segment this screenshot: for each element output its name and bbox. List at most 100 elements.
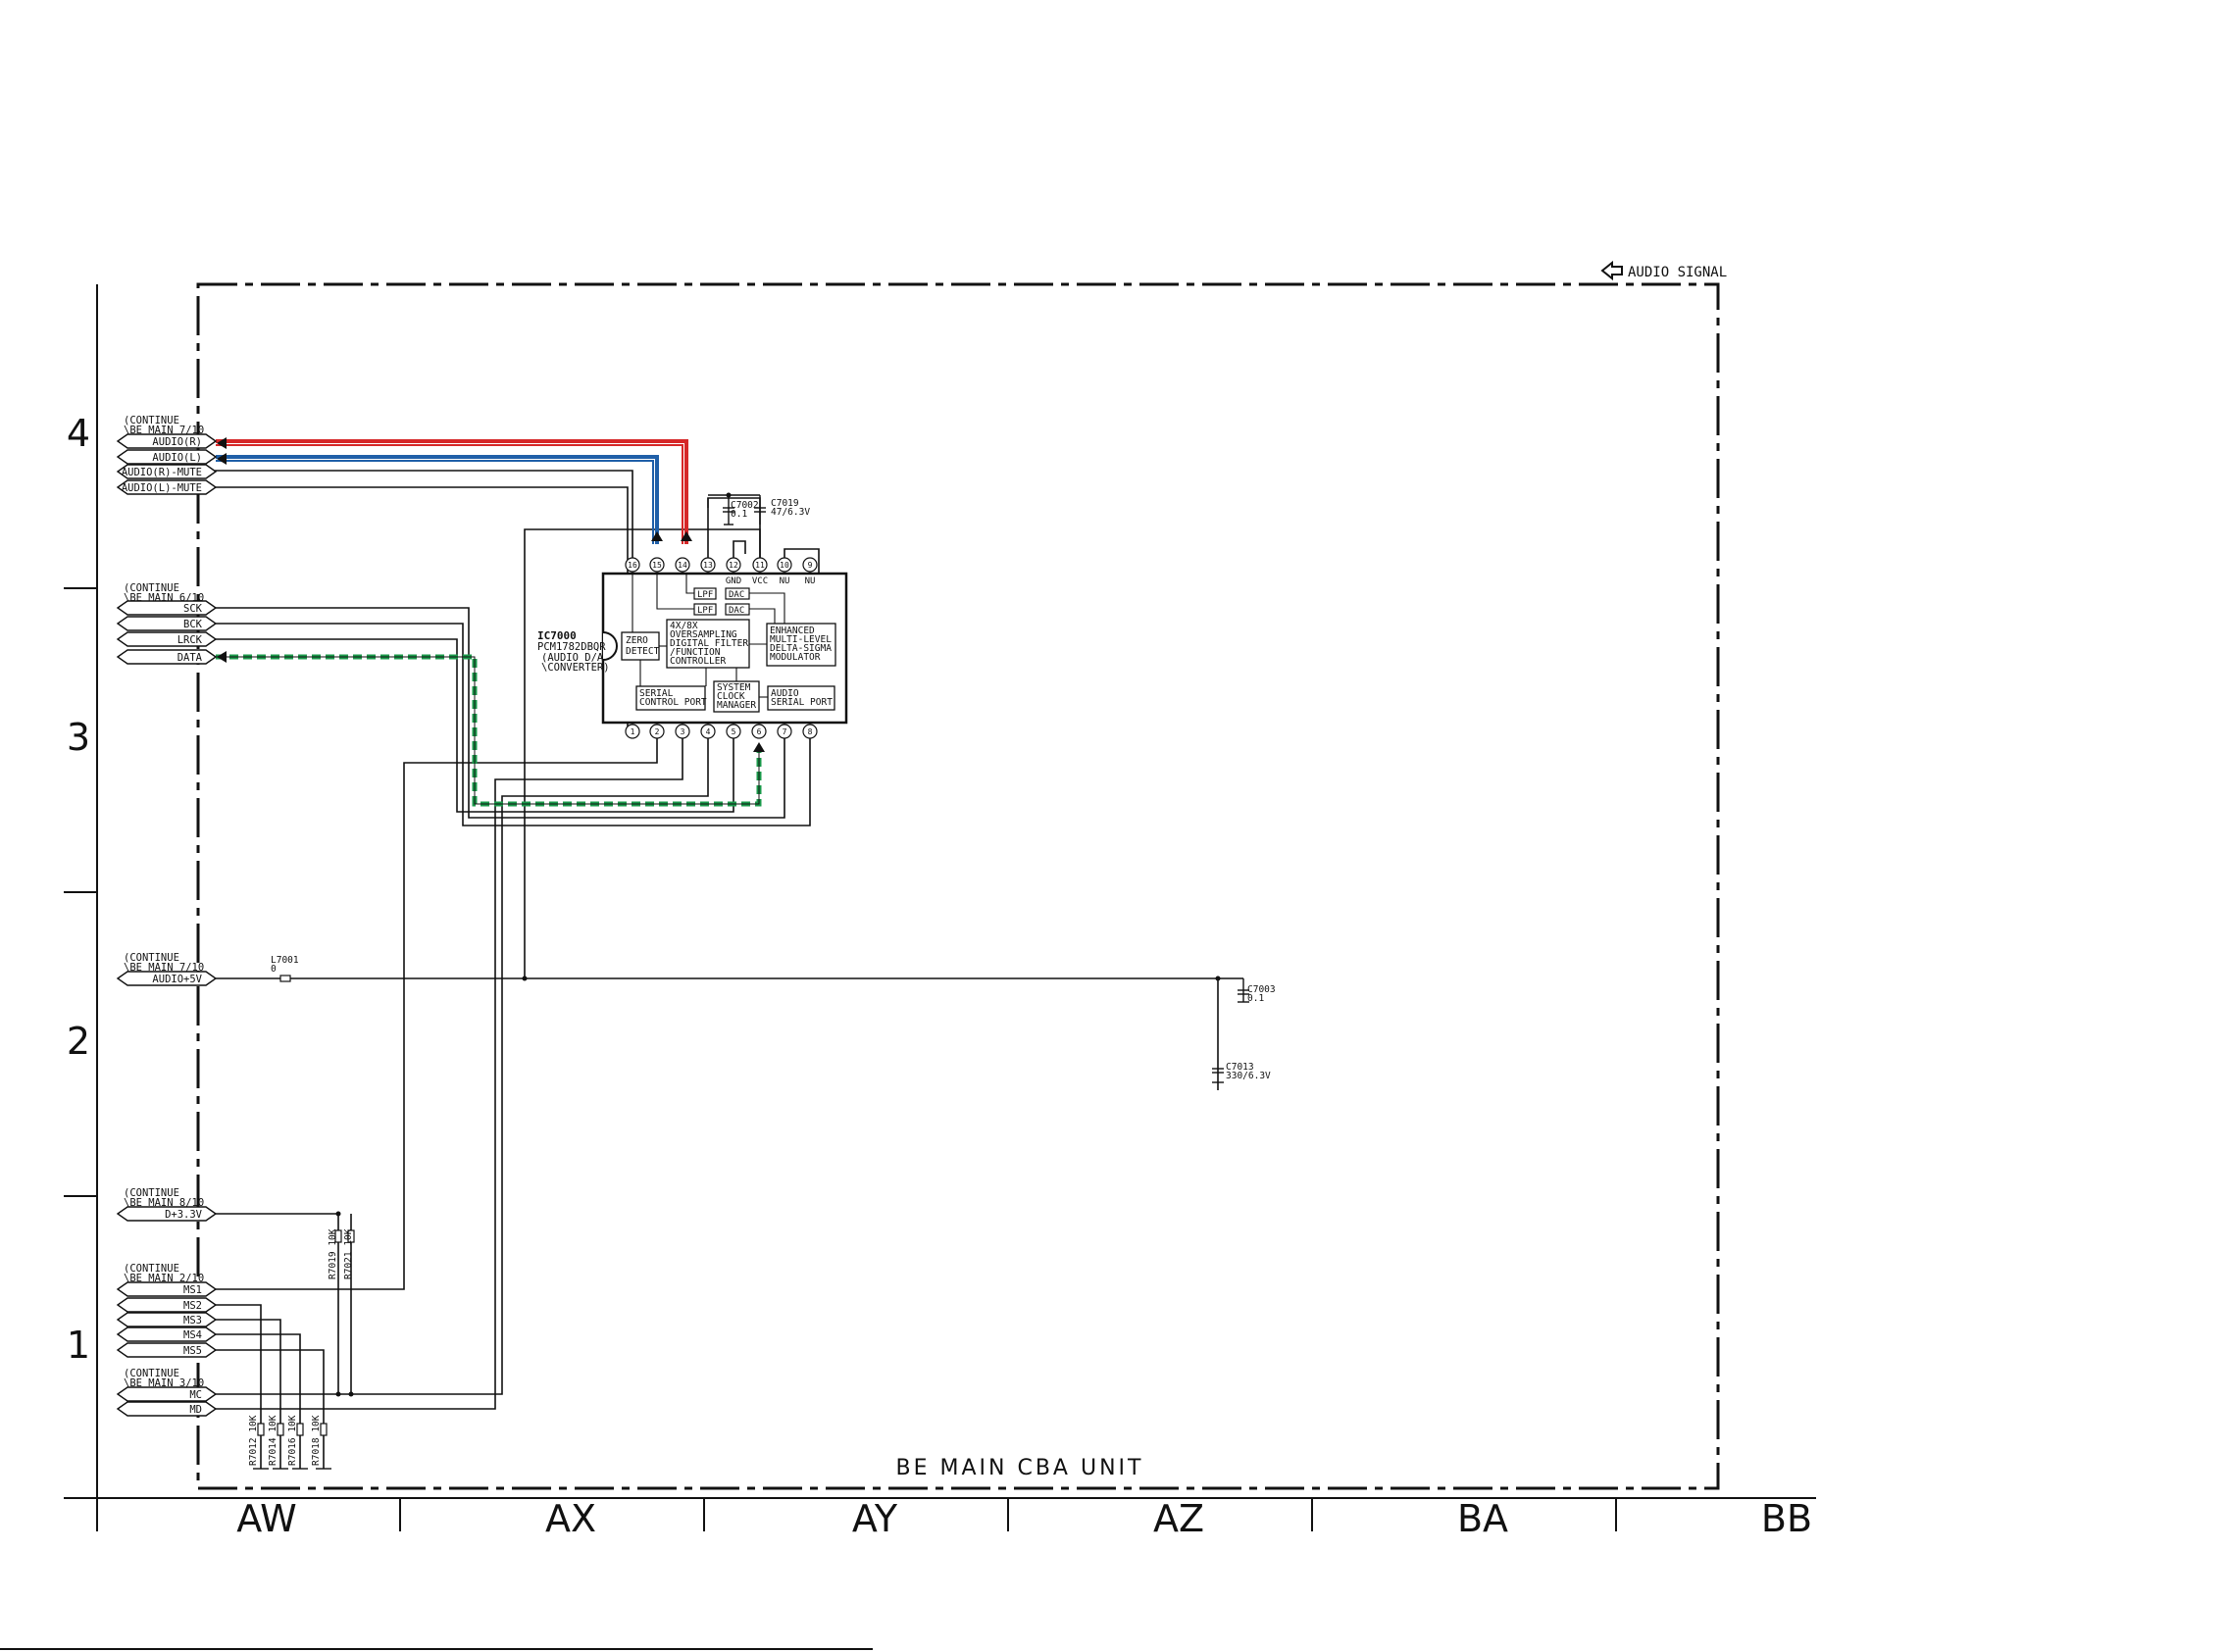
signal-audio-r-mute: AUDIO(R)-MUTE (122, 467, 202, 478)
svg-text:\BE MAIN 7/10: \BE MAIN 7/10 (124, 962, 204, 974)
signal-bck: BCK (183, 619, 203, 630)
c7019-ref: C7019 (771, 498, 799, 509)
signal-md: MD (189, 1404, 202, 1416)
signal-audio-5v: AUDIO+5V (152, 974, 202, 985)
junction-dots (335, 492, 1221, 1397)
r7018-label: R7018 10K (311, 1415, 322, 1466)
ic-desc2: CONVERTER (547, 662, 604, 674)
connector-group-3v3: (CONTINUE \BE MAIN 8/10 D+3.3V (116, 1187, 218, 1222)
svg-text:AUDIO SIGNAL: AUDIO SIGNAL (1628, 265, 1727, 280)
pin-5: 5 (732, 727, 736, 736)
signal-audio-l-mute: AUDIO(L)-MUTE (122, 482, 202, 494)
audio-l-path (216, 453, 663, 544)
signal-ms4: MS4 (183, 1329, 202, 1341)
svg-text:(CONTINUE: (CONTINUE (124, 1263, 179, 1275)
svg-text:(CONTINUE: (CONTINUE (124, 1187, 179, 1199)
r7021-label: R7021 10K (343, 1228, 354, 1279)
svg-text:(AUDIO D/A: (AUDIO D/A (541, 652, 604, 664)
signal-audio-r: AUDIO(R) (152, 436, 202, 448)
row-label-1: 1 (67, 1324, 90, 1367)
pin-7: 7 (783, 727, 787, 736)
ic-top-pins (625, 557, 818, 574)
arrow-icon (1600, 260, 1623, 281)
svg-text:MODULATOR: MODULATOR (770, 652, 821, 663)
ic-part: PCM1782DBQR (537, 641, 606, 653)
pin-11: 11 (755, 561, 765, 570)
svg-text:ENHANCED: ENHANCED (770, 626, 815, 636)
pin-name-gnd: GND (726, 576, 741, 586)
col-label-aw: AW (236, 1497, 297, 1540)
pin-2: 2 (655, 727, 660, 736)
pin-13: 13 (703, 561, 713, 570)
svg-text:LPF: LPF (697, 606, 713, 616)
ic-bottom-pins (625, 723, 818, 739)
c7003-ref: C7003 (1247, 984, 1276, 995)
signal-ms3: MS3 (183, 1315, 202, 1327)
row-label-2: 2 (67, 1020, 90, 1063)
svg-text:\BE MAIN 3/10: \BE MAIN 3/10 (124, 1377, 204, 1389)
svg-text:\BE MAIN 8/10: \BE MAIN 8/10 (124, 1197, 204, 1209)
svg-text:OVERSAMPLING: OVERSAMPLING (670, 629, 737, 640)
svg-text:DELTA-SIGMA: DELTA-SIGMA (770, 643, 832, 654)
svg-text:SERIAL PORT: SERIAL PORT (771, 697, 833, 708)
pin-6: 6 (757, 727, 762, 736)
col-label-ax: AX (545, 1497, 596, 1540)
row-label-3: 3 (67, 716, 90, 759)
svg-text:AUDIO: AUDIO (771, 688, 799, 699)
pin-12: 12 (729, 561, 738, 570)
pin-14: 14 (678, 561, 687, 570)
c7019-value: 47/6.3V (771, 507, 810, 518)
svg-text:(CONTINUE: (CONTINUE (124, 415, 179, 426)
svg-text:MULTI-LEVEL: MULTI-LEVEL (770, 634, 832, 645)
col-label-ay: AY (852, 1497, 898, 1540)
pin-15: 15 (652, 561, 662, 570)
c7003-c7013: C7003 0.1 C7013 330/6.3V (1212, 977, 1276, 1083)
pin-10: 10 (780, 561, 789, 570)
signal-data: DATA (177, 652, 203, 664)
col-label-ba: BA (1457, 1497, 1508, 1540)
audio-r-path (216, 437, 692, 544)
connector-group-audio: (CONTINUE \BE MAIN 7/10 AUDIO(R) AUDIO(L… (116, 415, 218, 495)
signal-ms5: MS5 (183, 1345, 202, 1357)
arrow-icon (651, 531, 663, 541)
pin-3: 3 (681, 727, 685, 736)
svg-text:DAC: DAC (729, 606, 744, 616)
arrow-icon (217, 437, 227, 449)
pin-16: 16 (628, 561, 637, 570)
svg-text:MANAGER: MANAGER (717, 700, 756, 711)
signal-sck: SCK (183, 603, 203, 615)
svg-text:DAC: DAC (729, 590, 744, 600)
frame (0, 282, 1816, 1650)
arrow-icon (753, 742, 765, 752)
pin-name-nu: NU (780, 576, 790, 586)
svg-text:CONTROLLER: CONTROLLER (670, 656, 726, 667)
pin-9: 9 (808, 561, 813, 570)
c7003-value: 0.1 (1247, 993, 1264, 1004)
ic-ref: IC7000 (537, 629, 577, 642)
svg-text:(CONTINUE: (CONTINUE (124, 952, 179, 964)
arrow-icon (681, 531, 692, 541)
r7014-label: R7014 10K (268, 1415, 278, 1466)
c7002-value: 0.1 (731, 509, 747, 520)
signal-d3v3: D+3.3V (165, 1209, 203, 1221)
svg-text:DETECT: DETECT (626, 646, 660, 657)
svg-text:(CONTINUE: (CONTINUE (124, 582, 179, 594)
pin-name-vcc: VCC (752, 576, 768, 586)
signal-lrck: LRCK (177, 634, 203, 646)
svg-text:(CONTINUE: (CONTINUE (124, 1368, 179, 1379)
svg-text:SERIAL: SERIAL (639, 688, 674, 699)
r7019-label: R7019 10K (328, 1228, 338, 1279)
arrow-icon (217, 651, 227, 663)
row-label-4: 4 (67, 412, 90, 455)
col-label-az: AZ (1153, 1497, 1204, 1540)
l7001-value: 0 (271, 964, 277, 975)
c7013-value: 330/6.3V (1226, 1071, 1271, 1081)
svg-text:SYSTEM: SYSTEM (717, 682, 751, 693)
svg-text:/FUNCTION: /FUNCTION (670, 647, 721, 658)
signal-audio-l: AUDIO(L) (152, 452, 202, 464)
r7016-label: R7016 10K (287, 1415, 298, 1466)
connector-group-power: (CONTINUE \BE MAIN 7/10 AUDIO+5V (116, 952, 218, 986)
svg-text:CONTROL PORT: CONTROL PORT (639, 697, 707, 708)
pin-name-nu: NU (805, 576, 816, 586)
